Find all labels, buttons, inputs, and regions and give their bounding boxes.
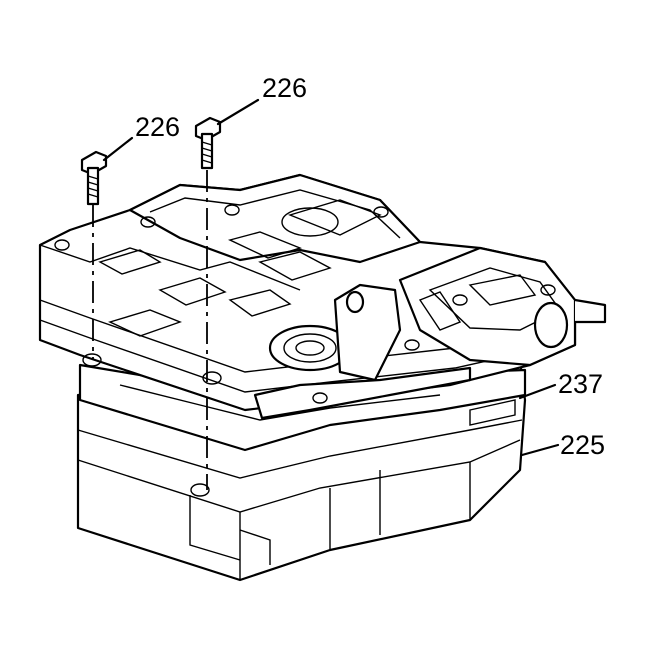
callout-spacer-plate: 237 — [558, 369, 603, 399]
leader-bolt-right — [216, 98, 260, 126]
leader-spacer-plate — [518, 383, 557, 400]
callout-valve-body: 225 — [560, 430, 605, 460]
leader-valve-body — [520, 443, 560, 457]
upper-valve-body — [38, 173, 607, 497]
callout-bolt-left: 226 — [135, 112, 180, 142]
bolt-left — [80, 150, 108, 206]
leader-bolt-left — [102, 136, 134, 162]
callout-bolt-right: 226 — [262, 73, 307, 103]
bolt-right — [194, 116, 222, 170]
